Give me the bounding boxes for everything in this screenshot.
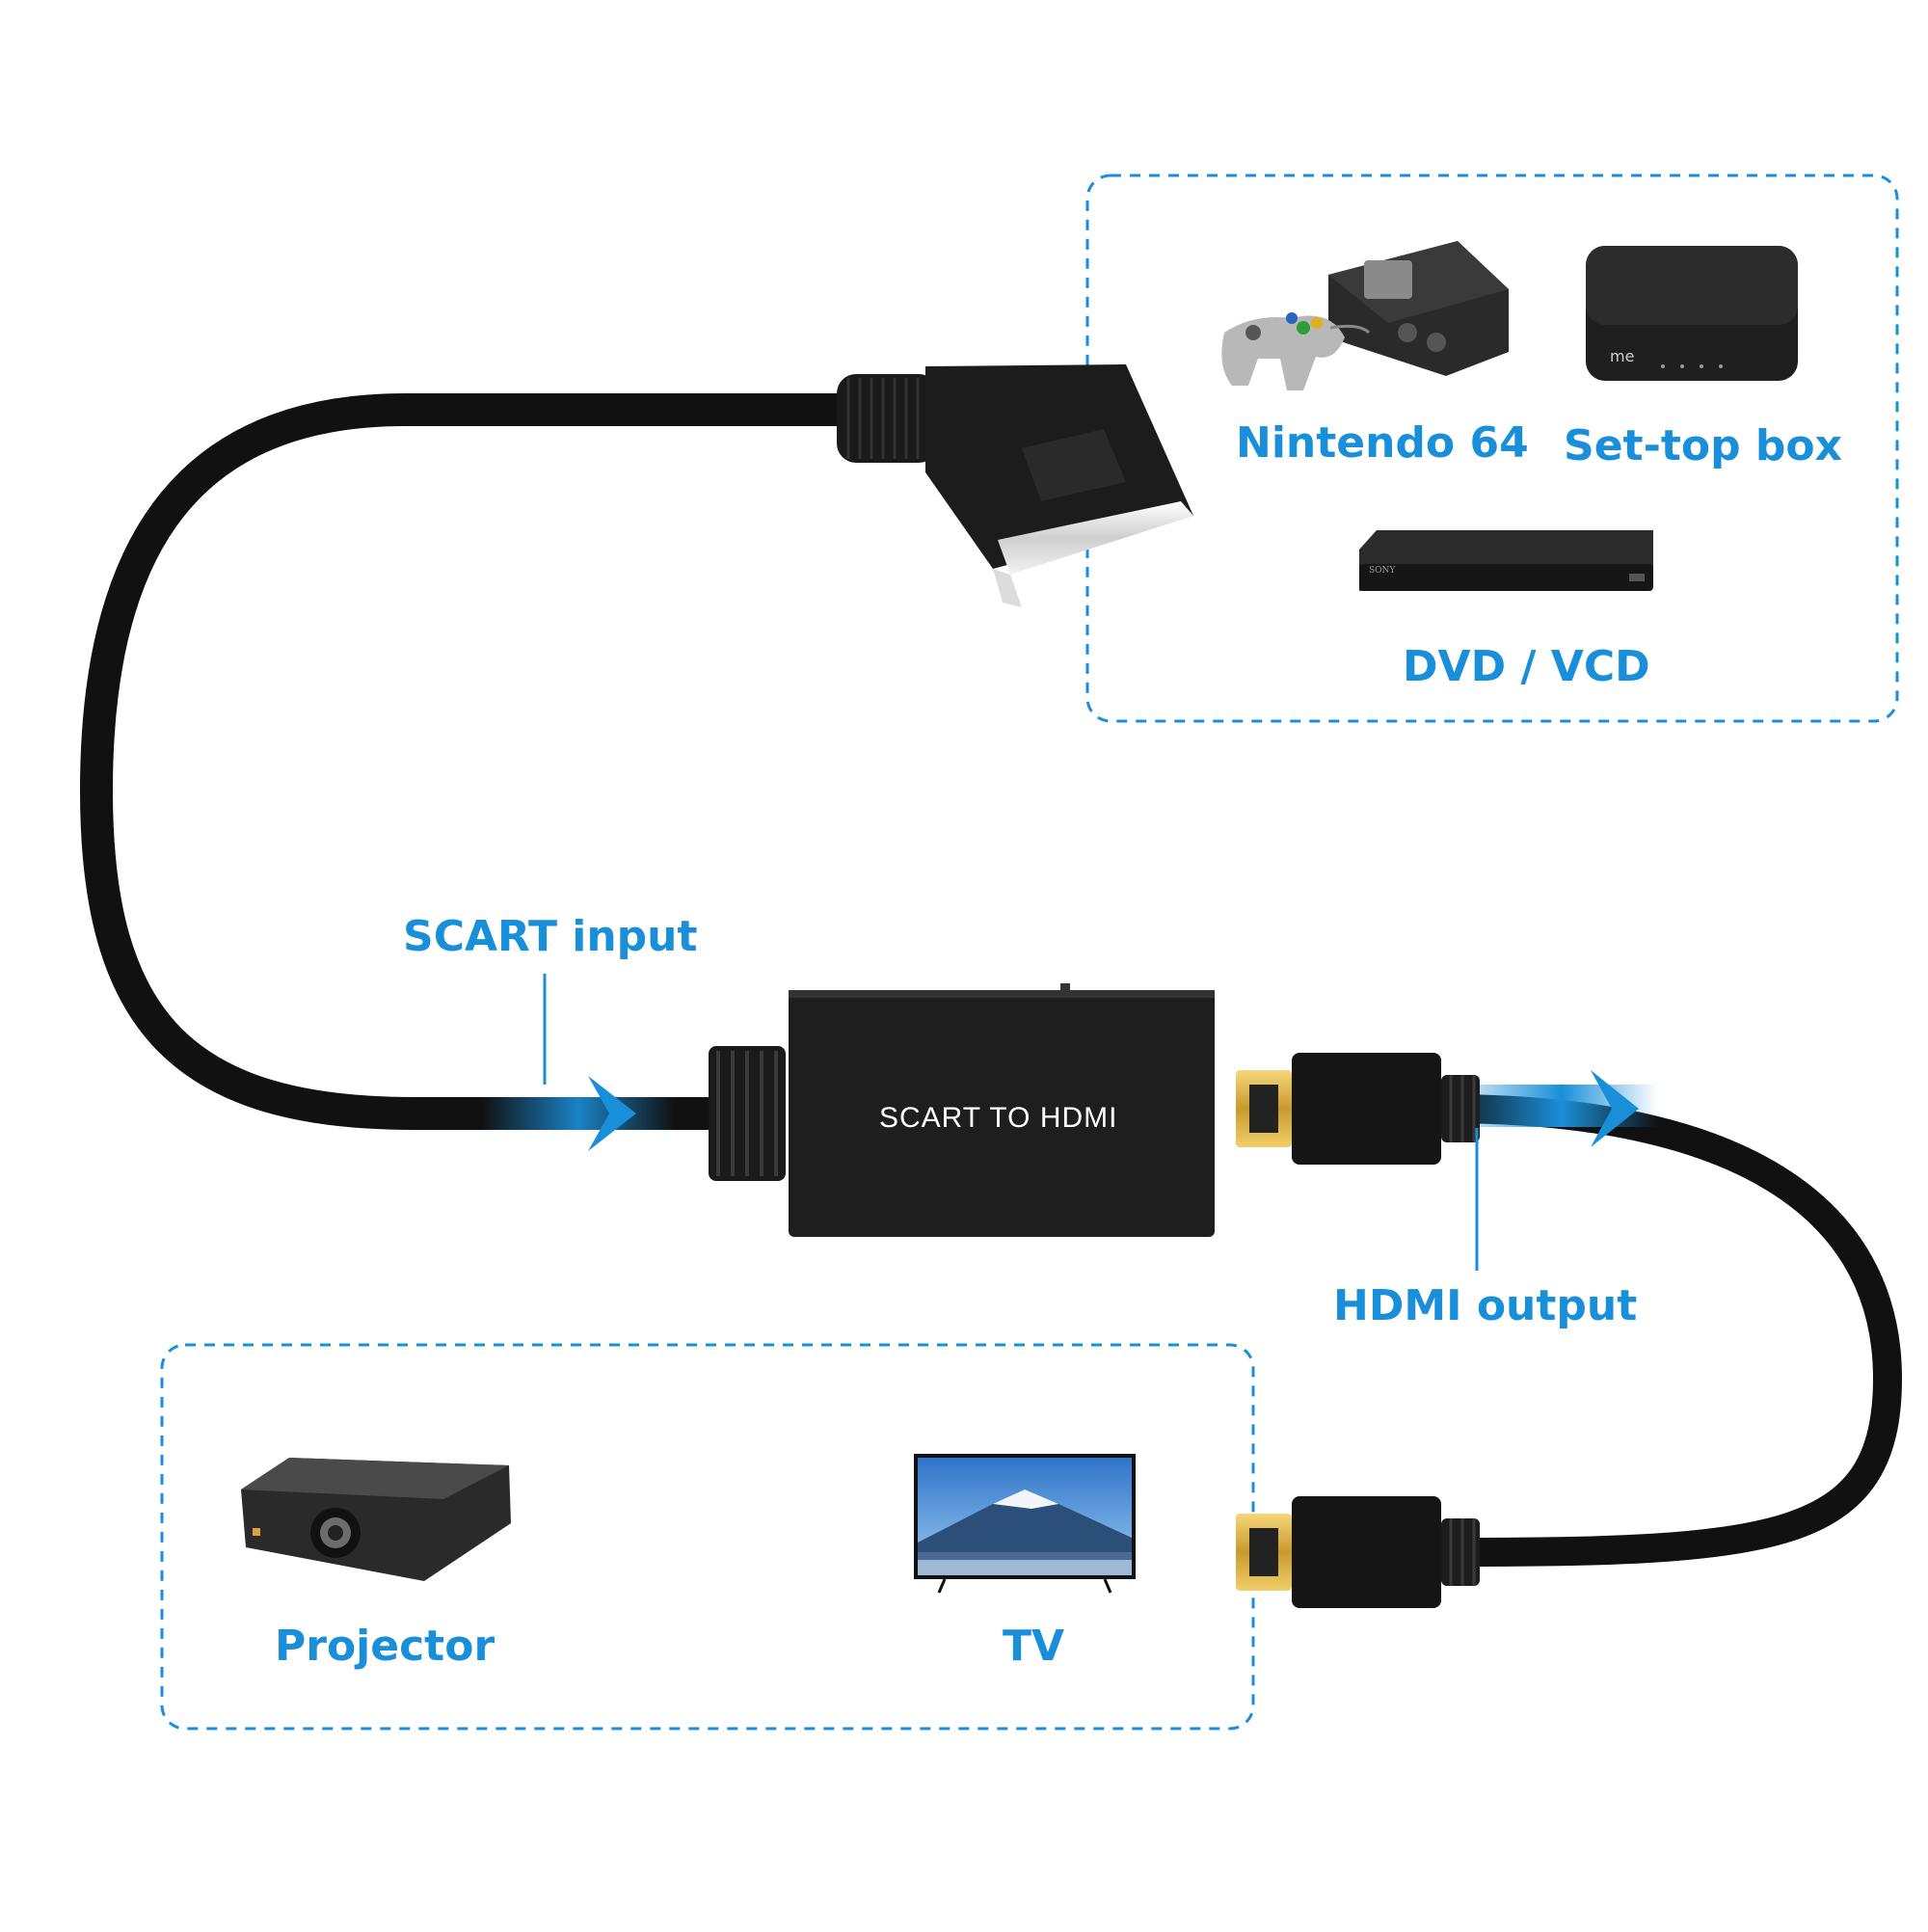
source-devices-box (1085, 174, 1899, 723)
hdmi-output-label: HDMI output (1333, 1281, 1638, 1330)
scart-input-label: SCART input (403, 912, 698, 961)
tv-label: TV (1003, 1622, 1065, 1671)
svg-text:SONY: SONY (1369, 566, 1396, 576)
tv-image (914, 1454, 1136, 1594)
hdmi-connector-top (1236, 1053, 1480, 1165)
scart-connector (837, 364, 1193, 607)
set-top-box-label: Set-top box (1564, 421, 1843, 470)
svg-text:me: me (1610, 347, 1634, 365)
dvd-player-image: SONY (1359, 530, 1653, 591)
projector-image (241, 1458, 511, 1581)
nintendo-64-label: Nintendo 64 (1236, 418, 1529, 468)
hdmi-output-arrow (1591, 1070, 1639, 1147)
scart-cable (79, 393, 865, 1130)
scart-to-hdmi-adapter (709, 983, 1215, 1237)
set-top-box-image: me (1586, 246, 1798, 381)
output-devices-box (160, 1343, 1255, 1731)
adapter-label: SCART TO HDMI (879, 1102, 1118, 1134)
hdmi-connector-bottom (1236, 1496, 1480, 1608)
hdmi-cable (1432, 1094, 1903, 1567)
dvd-vcd-label: DVD / VCD (1403, 642, 1650, 691)
scart-cable-glow (482, 1097, 675, 1130)
nintendo-64-image (1221, 241, 1509, 390)
scart-input-arrow (588, 1076, 636, 1151)
projector-label: Projector (275, 1622, 495, 1671)
